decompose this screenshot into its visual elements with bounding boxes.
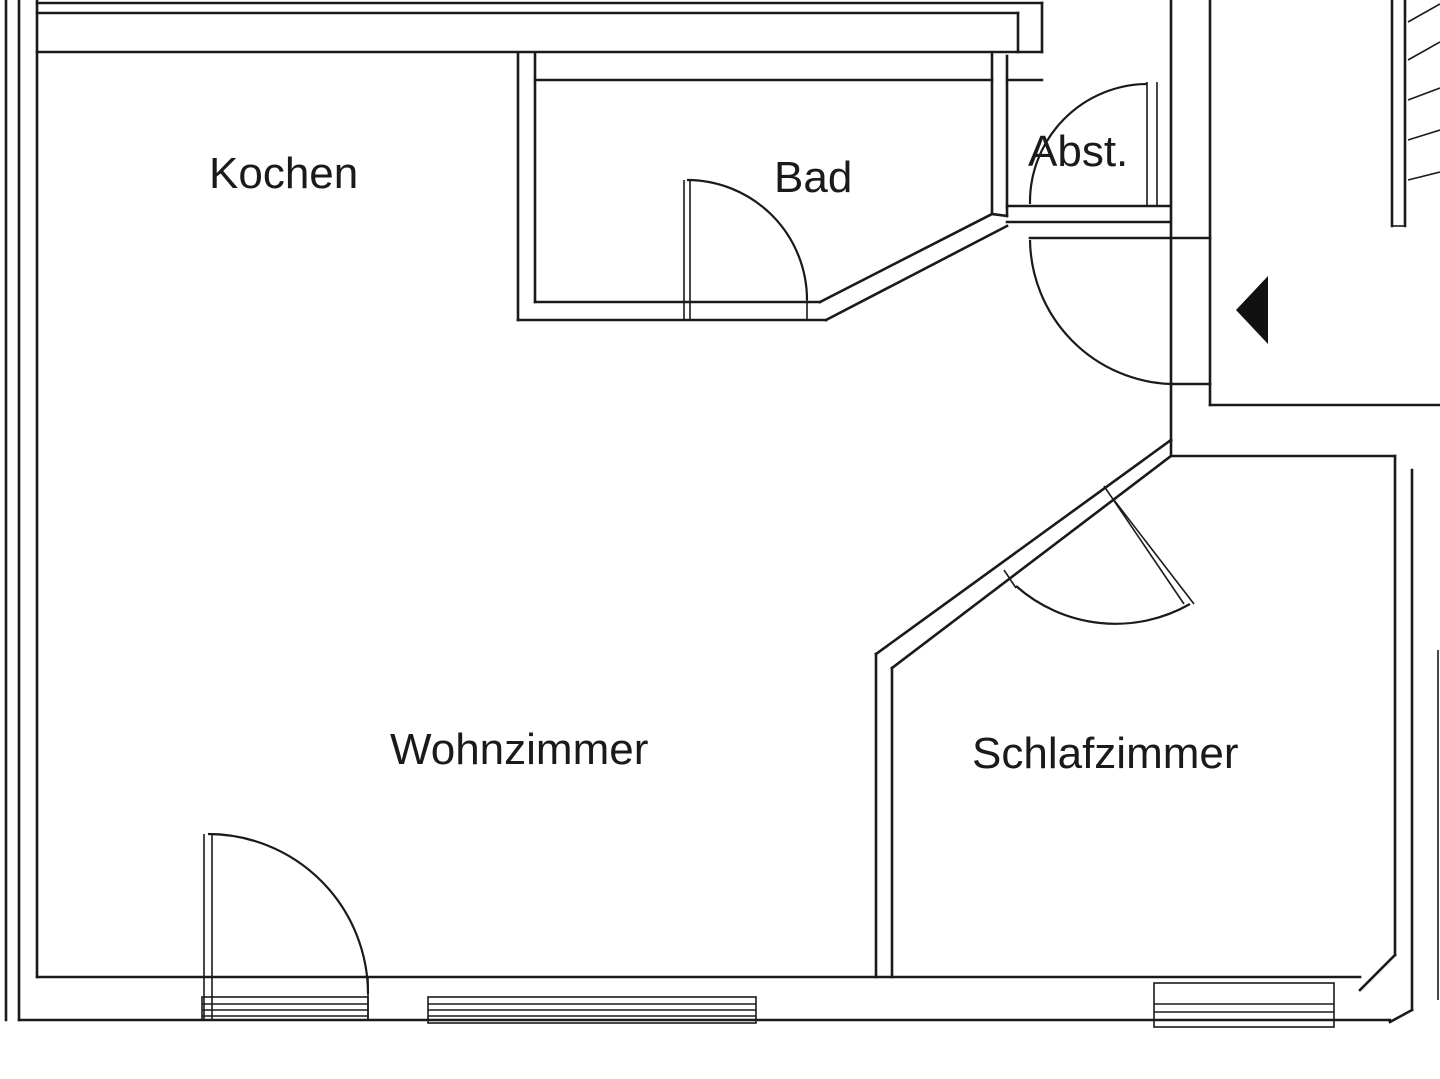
storage-walls: [1005, 54, 1172, 224]
door-storage: [1028, 82, 1148, 205]
room-label-storage: Abst.: [1028, 127, 1128, 176]
room-label-living: Wohnzimmer: [390, 725, 648, 774]
door-entrance-living: [203, 832, 370, 1020]
room-label-kitchen: Kochen: [209, 149, 358, 198]
door-corridor: [1028, 239, 1172, 386]
room-label-bath: Bad: [774, 153, 852, 202]
window-right: [1153, 982, 1335, 1028]
staircase: [1390, 0, 1440, 228]
outer-wall-top: [35, 1, 1044, 54]
outer-wall-left: [4, 0, 39, 1022]
door-bedroom: [1003, 485, 1195, 625]
room-label-bedroom: Schlafzimmer: [972, 729, 1239, 778]
arrow-left-icon: [1236, 276, 1268, 344]
bedroom-walls: [874, 438, 1439, 1024]
window-left: [201, 996, 369, 1021]
door-bath: [683, 178, 809, 320]
bath-walls: [516, 52, 1009, 322]
corridor-walls: [1028, 0, 1440, 458]
window-center: [427, 996, 757, 1024]
